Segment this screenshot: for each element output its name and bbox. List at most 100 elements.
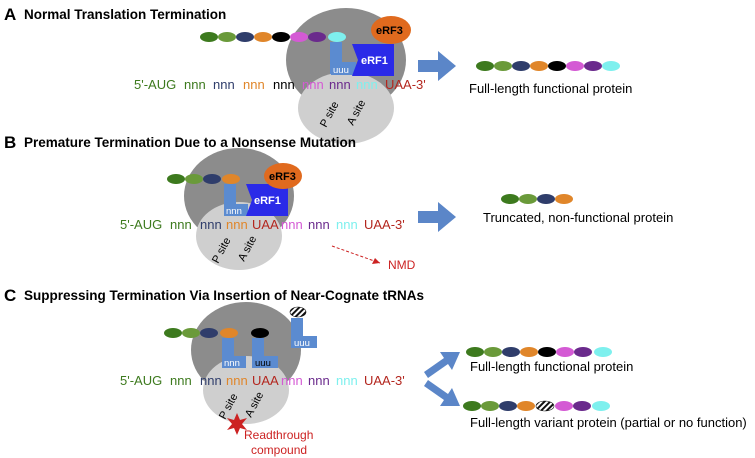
codon: nnn: [281, 373, 303, 388]
ribosome-small-subunit: [203, 356, 289, 424]
amino-acid-bead: [592, 401, 610, 411]
near-cognate-trna: [291, 318, 317, 348]
ribosome-small-subunit: [298, 72, 394, 144]
amino-acid-bead: [328, 32, 346, 42]
codon: nnn: [170, 217, 192, 232]
nascent-peptide-chain: [200, 32, 346, 42]
nascent-peptide-chain: [167, 174, 240, 184]
amino-acid-bead: [236, 32, 254, 42]
codon: nnn: [213, 77, 235, 92]
codon: nnn: [170, 373, 192, 388]
codon: nnn: [308, 217, 330, 232]
amino-acid-bead: [272, 32, 290, 42]
erf1-factor: [352, 44, 394, 76]
amino-acid-bead: [220, 328, 238, 338]
premature-stop-codon: UAA: [252, 373, 279, 388]
amino-acid-bead: [484, 347, 502, 357]
codon: nnn: [308, 373, 330, 388]
erf3-label: eRF3: [376, 25, 403, 37]
panel-c: C Suppressing Termination Via Insertion …: [4, 286, 747, 457]
erf1-label: eRF1: [254, 195, 281, 207]
anticodon-label: uuu: [294, 338, 310, 349]
amino-acid-bead: [167, 174, 185, 184]
codon: nnn: [356, 77, 378, 92]
trna-p-site: [224, 184, 248, 216]
codon: nnn: [302, 77, 324, 92]
amino-acid-bead: [555, 401, 573, 411]
amino-acid-bead: [566, 61, 584, 71]
amino-acid-bead: [517, 401, 535, 411]
codon: nnn: [200, 373, 222, 388]
premature-stop-codon: UAA: [252, 217, 279, 232]
codon: nnn: [226, 373, 248, 388]
amino-acid-bead: [519, 194, 537, 204]
panel-b-title: Premature Termination Due to a Nonsense …: [24, 135, 356, 150]
amino-acid-bead: [573, 401, 591, 411]
result-caption: Truncated, non-functional protein: [483, 210, 673, 225]
erf1-label: eRF1: [361, 55, 388, 67]
erf3-factor: [264, 163, 302, 189]
amino-acid-bead: [499, 401, 517, 411]
nascent-peptide-chain: [164, 328, 269, 338]
panel-b: B Premature Termination Due to a Nonsens…: [4, 133, 673, 272]
amino-acid-bead: [254, 32, 272, 42]
result-protein: [501, 194, 573, 204]
codon: nnn: [184, 77, 206, 92]
variant-amino-acid-bead: [535, 400, 555, 412]
stop-codon: UAA-3': [385, 77, 426, 92]
trna-a-site: [252, 338, 278, 368]
amino-acid-bead: [548, 61, 566, 71]
amino-acid-bead: [308, 32, 326, 42]
panel-a: A Normal Translation Termination uuu eRF…: [4, 5, 632, 144]
amino-acid-bead: [574, 347, 592, 357]
mrna-sequence: 5'-AUG nnn nnn nnn UAA nnn nnn nnn UAA-3…: [120, 217, 405, 232]
codon: nnn: [243, 77, 265, 92]
amino-acid-bead: [200, 328, 218, 338]
amino-acid-bead: [200, 32, 218, 42]
panel-a-letter: A: [4, 5, 16, 24]
anticodon-label: nnn: [224, 358, 240, 369]
amino-acid-bead: [494, 61, 512, 71]
amino-acid-bead: [164, 328, 182, 338]
anticodon-label: uuu: [255, 358, 271, 369]
amino-acid-bead: [520, 347, 538, 357]
amino-acid-bead: [501, 194, 519, 204]
result-protein: [476, 61, 620, 71]
mrna-sequence: 5'-AUG nnn nnn nnn UAA nnn nnn nnn UAA-3…: [120, 373, 405, 388]
amino-acid-bead: [182, 328, 200, 338]
codon: nnn: [226, 217, 248, 232]
trna-anticodon-box: [331, 64, 355, 75]
codon: nnn: [200, 217, 222, 232]
amino-acid-bead: [594, 347, 612, 357]
codon: nnn: [281, 217, 303, 232]
panel-c-title: Suppressing Termination Via Insertion of…: [24, 288, 424, 303]
anticodon-label: nnn: [226, 206, 242, 217]
amino-acid-bead: [481, 401, 499, 411]
mrna-start: 5'-AUG: [134, 77, 176, 92]
result-caption-variant: Full-length variant protein (partial or …: [470, 415, 747, 430]
amino-acid-bead: [530, 61, 548, 71]
result-arrow: [418, 202, 456, 232]
compound-label-line2: compound: [251, 443, 307, 457]
amino-acid-bead: [537, 194, 555, 204]
result-protein-functional: [466, 347, 612, 357]
amino-acid-bead: [602, 61, 620, 71]
codon: nnn: [329, 77, 351, 92]
mrna-start: 5'-AUG: [120, 373, 162, 388]
amino-acid-bead: [584, 61, 602, 71]
result-protein-variant: [463, 400, 610, 412]
result-caption: Full-length functional protein: [469, 81, 632, 96]
anticodon-label: uuu: [333, 65, 349, 76]
stop-codon: UAA-3': [364, 373, 405, 388]
codon: nnn: [273, 77, 295, 92]
nmd-label: NMD: [388, 258, 416, 272]
amino-acid-bead: [466, 347, 484, 357]
nmd-arrow: [331, 245, 381, 264]
mrna-sequence: 5'-AUG nnn nnn nnn nnn nnn nnn nnn UAA-3…: [134, 77, 426, 92]
compound-label-line1: Readthrough: [244, 428, 313, 442]
amino-acid-bead: [185, 174, 203, 184]
panel-a-title: Normal Translation Termination: [24, 7, 226, 22]
ribosome-small-subunit: [196, 202, 282, 270]
